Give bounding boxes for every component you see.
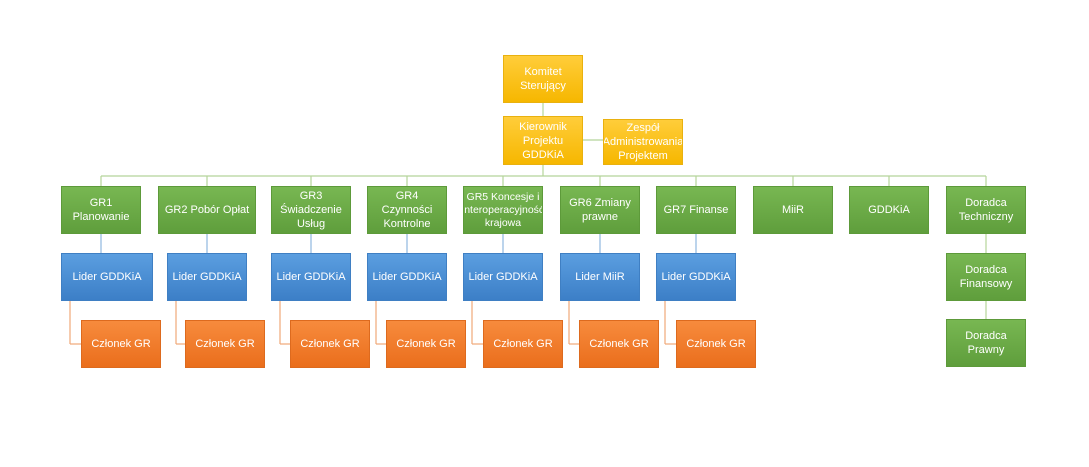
node-czlonek-gr4: Członek GR bbox=[386, 320, 466, 368]
node-kierownik-projektu: Kierownik Projektu GDDKiA bbox=[503, 116, 583, 165]
node-czlonek-gr5: Członek GR bbox=[483, 320, 563, 368]
node-gr7-finanse: GR7 Finanse bbox=[656, 186, 736, 234]
node-czlonek-gr7: Członek GR bbox=[676, 320, 756, 368]
node-miir: MiiR bbox=[753, 186, 833, 234]
node-lider-gr3: Lider GDDKiA bbox=[271, 253, 351, 301]
node-gr6-zmiany-prawne: GR6 Zmiany prawne bbox=[560, 186, 640, 234]
node-zespol-administrowania: Zespół Administrowania Projektem bbox=[603, 119, 683, 165]
node-czlonek-gr6: Członek GR bbox=[579, 320, 659, 368]
node-gr5-koncesje: GR5 Koncesje i interoperacyjność krajowa bbox=[463, 186, 543, 234]
node-lider-gr4: Lider GDDKiA bbox=[367, 253, 447, 301]
node-czlonek-gr3: Członek GR bbox=[290, 320, 370, 368]
node-lider-gr6: Lider MiiR bbox=[560, 253, 640, 301]
node-lider-gr2: Lider GDDKiA bbox=[167, 253, 247, 301]
node-lider-gr1: Lider GDDKiA bbox=[61, 253, 153, 301]
node-doradca-prawny: Doradca Prawny bbox=[946, 319, 1026, 367]
node-gr2-pobor-oplat: GR2 Pobór Opłat bbox=[158, 186, 256, 234]
node-gr4-czynnosci-kontrolne: GR4 Czynności Kontrolne bbox=[367, 186, 447, 234]
node-czlonek-gr2: Członek GR bbox=[185, 320, 265, 368]
node-doradca-techniczny: Doradca Techniczny bbox=[946, 186, 1026, 234]
node-gr1-planowanie: GR1 Planowanie bbox=[61, 186, 141, 234]
node-gddkia: GDDKiA bbox=[849, 186, 929, 234]
node-lider-gr5: Lider GDDKiA bbox=[463, 253, 543, 301]
node-lider-gr7: Lider GDDKiA bbox=[656, 253, 736, 301]
node-gr3-swiadczenie-uslug: GR3 Świadczenie Usług bbox=[271, 186, 351, 234]
node-czlonek-gr1: Członek GR bbox=[81, 320, 161, 368]
node-komitet-sterujacy: Komitet Sterujący bbox=[503, 55, 583, 103]
node-doradca-finansowy: Doradca Finansowy bbox=[946, 253, 1026, 301]
